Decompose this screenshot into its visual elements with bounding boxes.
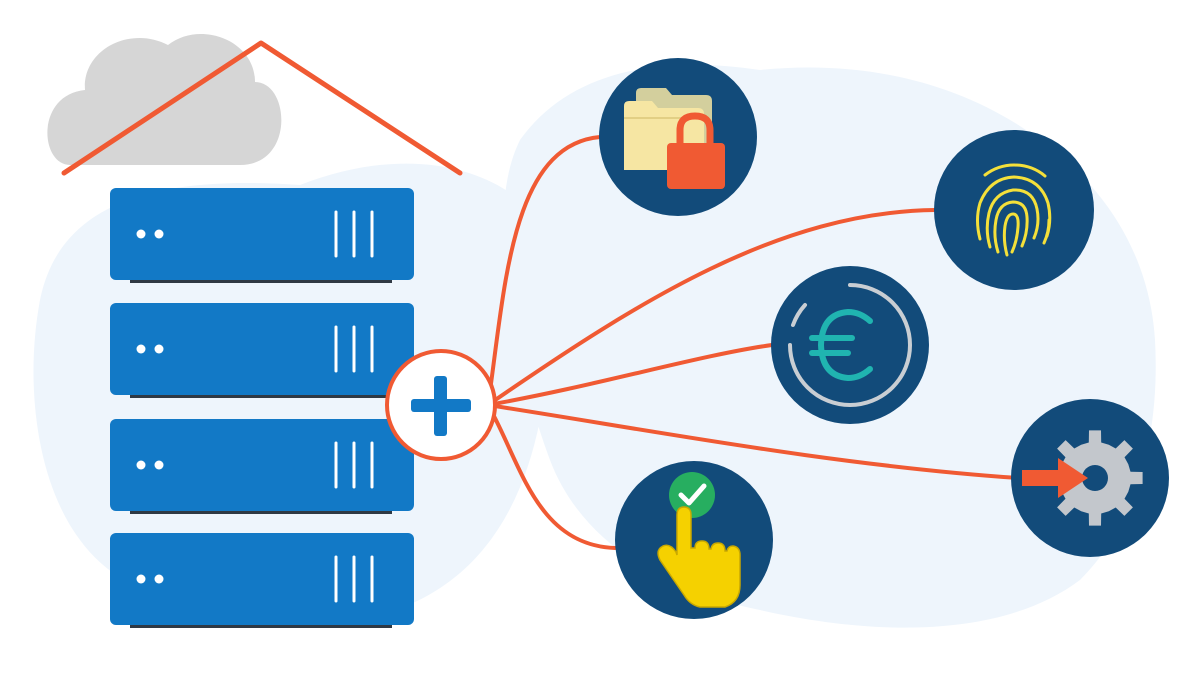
hub-plus-node bbox=[385, 349, 497, 461]
vent-lines-icon bbox=[334, 441, 374, 489]
status-lights-icon bbox=[136, 460, 164, 470]
server-unit bbox=[110, 419, 414, 514]
server-body bbox=[110, 419, 414, 511]
server-body bbox=[110, 188, 414, 280]
node-fingerprint bbox=[934, 130, 1094, 290]
arrow-right-icon bbox=[1022, 458, 1088, 498]
server-unit bbox=[110, 188, 414, 283]
status-lights-icon bbox=[136, 344, 164, 354]
server-unit bbox=[110, 303, 414, 398]
node-cost bbox=[771, 266, 929, 424]
node-ease-of-use bbox=[615, 461, 773, 619]
server-body bbox=[110, 533, 414, 625]
connector-secure-files bbox=[486, 135, 602, 407]
connector-ease-of-use bbox=[486, 403, 617, 550]
connector-cost bbox=[486, 343, 774, 407]
connector-fingerprint bbox=[486, 208, 937, 407]
progress-ring-lower bbox=[791, 303, 807, 327]
server-body bbox=[110, 303, 414, 395]
roof-icon bbox=[61, 40, 463, 176]
plus-icon bbox=[411, 376, 471, 436]
server-stack bbox=[110, 188, 414, 628]
euro-icon bbox=[809, 308, 873, 382]
progress-ring bbox=[788, 283, 912, 407]
server-unit bbox=[110, 533, 414, 628]
connector-lines bbox=[486, 135, 1020, 550]
status-lights-icon bbox=[136, 229, 164, 239]
tap-check-icon bbox=[657, 472, 741, 608]
node-secure-files bbox=[599, 58, 757, 216]
node-integration bbox=[1011, 399, 1169, 557]
vent-lines-icon bbox=[334, 325, 374, 373]
status-lights-icon bbox=[136, 574, 164, 584]
gear-icon bbox=[1047, 430, 1143, 526]
vent-lines-icon bbox=[334, 210, 374, 258]
connector-integration bbox=[486, 403, 1020, 480]
locked-folder-icon bbox=[624, 88, 725, 189]
fingerprint-icon bbox=[976, 163, 1052, 257]
vent-lines-icon bbox=[334, 555, 374, 603]
